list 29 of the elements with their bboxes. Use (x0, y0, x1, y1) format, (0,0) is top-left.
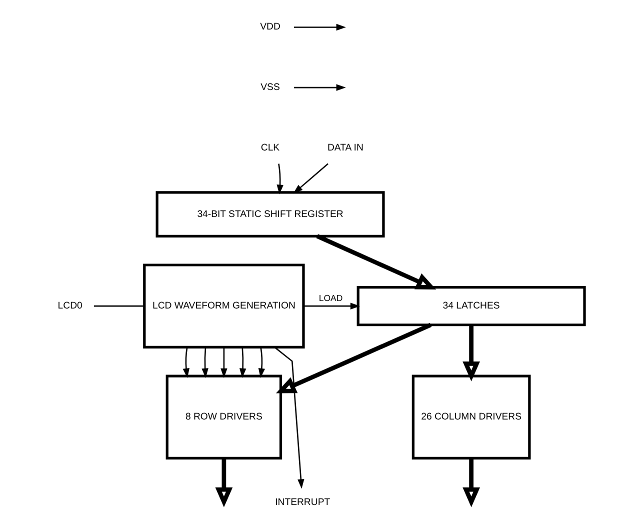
node-box: 34-BIT STATIC SHIFT REGISTER (156, 191, 385, 238)
edge-label: LOAD (318, 292, 343, 303)
arrow (258, 347, 266, 378)
arrow (294, 84, 346, 91)
node-text: DATA IN (327, 142, 364, 154)
arrow (294, 24, 346, 31)
arrow (215, 458, 233, 508)
arrow (304, 302, 360, 310)
arrow (274, 346, 304, 489)
arrow (202, 347, 208, 378)
node-text: VDD (260, 22, 280, 33)
arrow (220, 347, 228, 378)
node-box: 8 ROW DRIVERS (166, 374, 282, 460)
node-text: LCD0 (58, 300, 82, 312)
node-text: CLK (260, 142, 280, 154)
node-box: 34 LATCHES (356, 286, 586, 326)
arrow (276, 322, 432, 394)
arrow (293, 163, 328, 194)
arrow (239, 347, 246, 378)
arrow (276, 164, 284, 194)
node-text: VSS (260, 82, 280, 94)
arrow (316, 234, 436, 290)
node-text: INTERRUPT (275, 497, 330, 508)
connector (94, 305, 144, 307)
arrow (182, 347, 190, 378)
arrow (462, 458, 480, 508)
arrow (462, 325, 480, 382)
node-box: LCD WAVEFORM GENERATION (143, 264, 305, 348)
node-box: 26 COLUMN DRIVERS (412, 374, 531, 460)
